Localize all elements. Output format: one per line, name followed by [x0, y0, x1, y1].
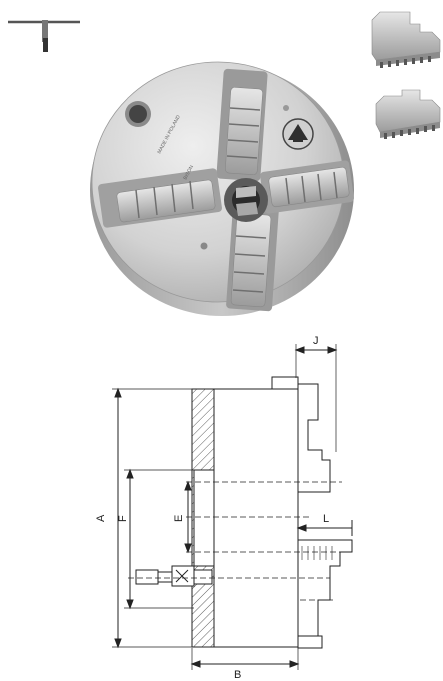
label-l: L	[323, 513, 329, 525]
mounting-hole	[125, 101, 151, 127]
chuck-key-icon	[8, 20, 80, 52]
hard-jaw-icon	[371, 11, 441, 68]
dimension-f-line	[126, 468, 134, 610]
label-f: F	[117, 515, 129, 522]
jaw-profile-top	[271, 376, 331, 493]
jaw-right	[268, 166, 350, 208]
dimension-a-line	[114, 387, 122, 649]
jaw-bottom	[230, 212, 272, 308]
dimension-l-line	[296, 520, 353, 536]
chuck-body-outline	[213, 388, 299, 648]
jaw-top	[225, 86, 263, 176]
dimension-b-line	[190, 660, 300, 668]
center-bore	[224, 178, 268, 222]
jaw-profile-bottom	[297, 539, 353, 649]
technical-drawing	[112, 344, 353, 670]
label-a: A	[95, 514, 107, 522]
jaw-left	[116, 179, 216, 223]
pinion-key-socket	[135, 565, 213, 587]
label-e: E	[173, 515, 185, 522]
dimension-j-line	[294, 346, 338, 354]
soft-jaw-icon	[375, 89, 441, 139]
dimension-e-line	[184, 480, 192, 554]
label-j: J	[313, 335, 319, 347]
bison-logo-icon	[282, 118, 314, 150]
label-b: B	[234, 669, 241, 681]
four-jaw-chuck-illustration: MADE IN POLAND BISON	[90, 61, 354, 316]
